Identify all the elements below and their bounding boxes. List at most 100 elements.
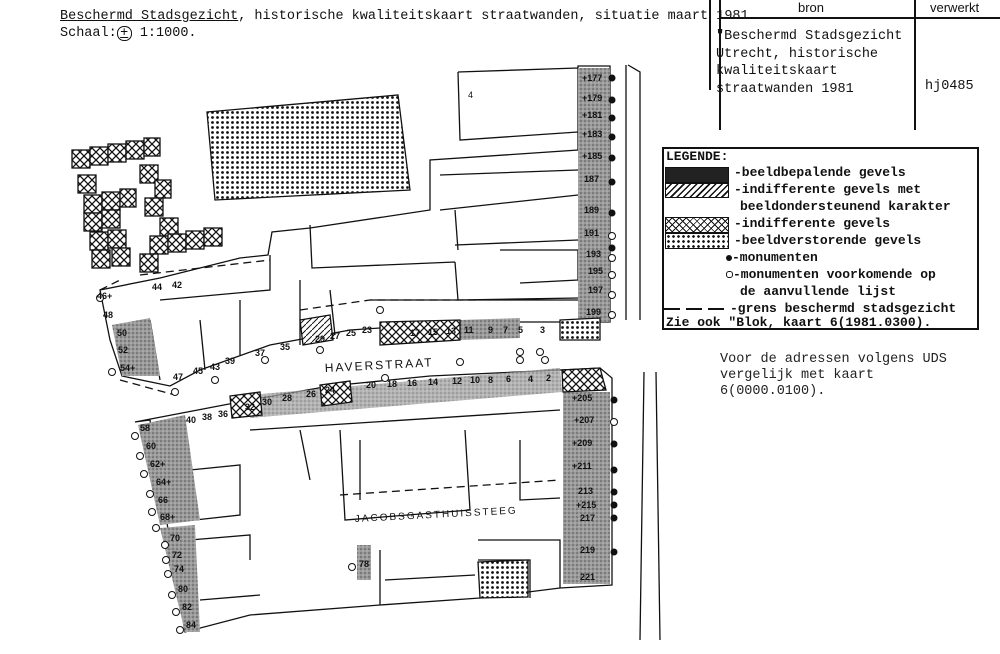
supplementary-monument-marker [136, 452, 144, 460]
supplementary-monument-marker [376, 306, 384, 314]
legend-text: -grens beschermd stadsgezicht [730, 301, 957, 316]
street-label-haverstraat: HAVERSTRAAT [324, 355, 433, 375]
monument-marker [608, 96, 616, 104]
house-number-east-south: 219 [580, 545, 595, 555]
house-number-haverstraat-south: 16 [407, 378, 417, 388]
scale-symbol: + [116, 26, 132, 41]
house-number-haverstraat-south: 4 [528, 374, 533, 384]
swatch-crosshatch [665, 217, 729, 233]
house-number-labels: +177+179+181+183+18518718919119319519719… [97, 73, 603, 630]
house-number-haverstraat-south: 36 [218, 409, 228, 419]
supplementary-monument-marker [108, 368, 116, 376]
supplementary-monument-marker [516, 356, 524, 364]
house-number-haverstraat-south: 40 [186, 415, 196, 425]
house-number-haverstraat-south: 38 [202, 412, 212, 422]
col-bron: bron [798, 0, 825, 15]
monument-filled-icon [726, 254, 732, 261]
monument-marker [610, 548, 618, 556]
monument-marker [610, 488, 618, 496]
supplementary-monument-marker [608, 291, 616, 299]
monument-open-icon [726, 271, 733, 279]
house-number-west-north: 48 [103, 310, 113, 320]
house-number-haverstraat-south: 18 [387, 379, 397, 389]
south-block-outline [134, 367, 613, 633]
legend-item-indifferent-met-cont: beeldondersteunend karakter [740, 199, 951, 214]
supplementary-monument-marker [211, 376, 219, 384]
monument-marker [610, 466, 618, 474]
legend-item-beeldbepalend: -beeldbepalende gevels [734, 165, 906, 180]
map-title: Beschermd Stadsgezicht, historische kwal… [60, 9, 757, 24]
supplementary-monument-marker [536, 348, 544, 356]
house-number-east-north: 189 [584, 205, 599, 215]
legend-text: -monumenten voorkomende op [733, 267, 936, 282]
house-number-haverstraat-south: 26 [306, 389, 316, 399]
house-number-east-north: 187 [584, 174, 599, 184]
supplementary-monument-marker [168, 591, 176, 599]
monument-marker [610, 396, 618, 404]
house-number-west-south: 70 [170, 533, 180, 543]
house-number-west-north: 54+ [120, 363, 135, 373]
house-number-east-north: 199 [586, 307, 601, 317]
house-number-haverstraat-north: 25 [346, 328, 356, 338]
house-number-haverstraat-north: 11 [464, 325, 474, 335]
monument-marker [608, 178, 616, 186]
house-number-east-north: +177 [582, 73, 602, 83]
house-number-west-south: 74 [174, 564, 184, 574]
house-number-west-south: 66 [158, 495, 168, 505]
monument-marker [608, 244, 616, 252]
house-number-west-south: 82 [182, 602, 192, 612]
supplementary-monument-marker [261, 356, 269, 364]
house-number-haverstraat-north: 45 [193, 366, 203, 376]
house-number-haverstraat-north: 43 [210, 362, 220, 372]
bron-value: "Beschermd Stadsgezicht Utrecht, histori… [716, 29, 903, 97]
house-number-east-north: 191 [584, 228, 599, 238]
legend-item-indifferent: -indifferente gevels [734, 216, 891, 231]
house-number-haverstraat-north: 23 [362, 325, 372, 335]
house-number-haverstraat-north: 27 [330, 331, 340, 341]
house-number-west-south: 84 [186, 620, 196, 630]
house-number-haverstraat-north: 42 [172, 280, 182, 290]
supplementary-monument-marker [176, 626, 184, 634]
house-number-east-north: 197 [588, 285, 603, 295]
house-number-haverstraat-north: 44 [152, 282, 162, 292]
house-number-east-south: 221 [580, 572, 595, 582]
legend-item-aanvullend-cont: de aanvullende lijst [740, 284, 897, 299]
supplementary-monument-marker [456, 358, 464, 366]
house-number-west-south: 78 [359, 559, 369, 569]
supplementary-monument-marker [381, 374, 389, 382]
legend-see-also: Zie ook "Blok, kaart 6(1981.0300). [666, 315, 932, 330]
house-number-east-south: +209 [572, 438, 592, 448]
house-number-haverstraat-south: 6 [506, 374, 511, 384]
supplementary-monument-marker [610, 418, 618, 426]
supplementary-monument-marker [161, 541, 169, 549]
legend-item-aanvullend: -monumenten voorkomende op [726, 267, 936, 282]
house-number-east-south: +215 [576, 500, 596, 510]
house-number-east-north: 195 [588, 266, 603, 276]
building-label: 4 [468, 90, 473, 100]
house-number-haverstraat-north: 47 [173, 372, 183, 382]
supplementary-monument-marker [316, 346, 324, 354]
legend-text: -monumenten [732, 250, 818, 265]
supplementary-monument-marker [164, 570, 172, 578]
legend-item-indifferent-met: -indifferente gevels met [734, 182, 922, 197]
north-block-outline [99, 65, 611, 387]
crosshatched-blocks [71, 137, 223, 273]
house-number-east-north: +181 [582, 110, 602, 120]
swatch-hatched [665, 183, 729, 198]
supplementary-monument-marker [608, 271, 616, 279]
supplementary-monument-marker [516, 348, 524, 356]
supplementary-monument-marker [152, 524, 160, 532]
supplementary-monument-marker [608, 232, 616, 240]
supplementary-monument-marker [140, 470, 148, 478]
house-number-haverstraat-north: 13 [446, 326, 456, 336]
house-number-haverstraat-south: 8 [488, 375, 493, 385]
legend-item-beeldverstorend: -beeldverstorende gevels [734, 233, 922, 248]
supplementary-monument-marker [131, 432, 139, 440]
house-number-haverstraat-south: 30 [262, 397, 272, 407]
house-number-haverstraat-north: 9 [488, 325, 493, 335]
house-number-haverstraat-north: 7 [503, 325, 508, 335]
monument-marker [608, 114, 616, 122]
house-number-haverstraat-south: 28 [282, 393, 292, 403]
house-number-haverstraat-north: 37 [255, 348, 265, 358]
house-number-haverstraat-south: 10 [470, 375, 480, 385]
